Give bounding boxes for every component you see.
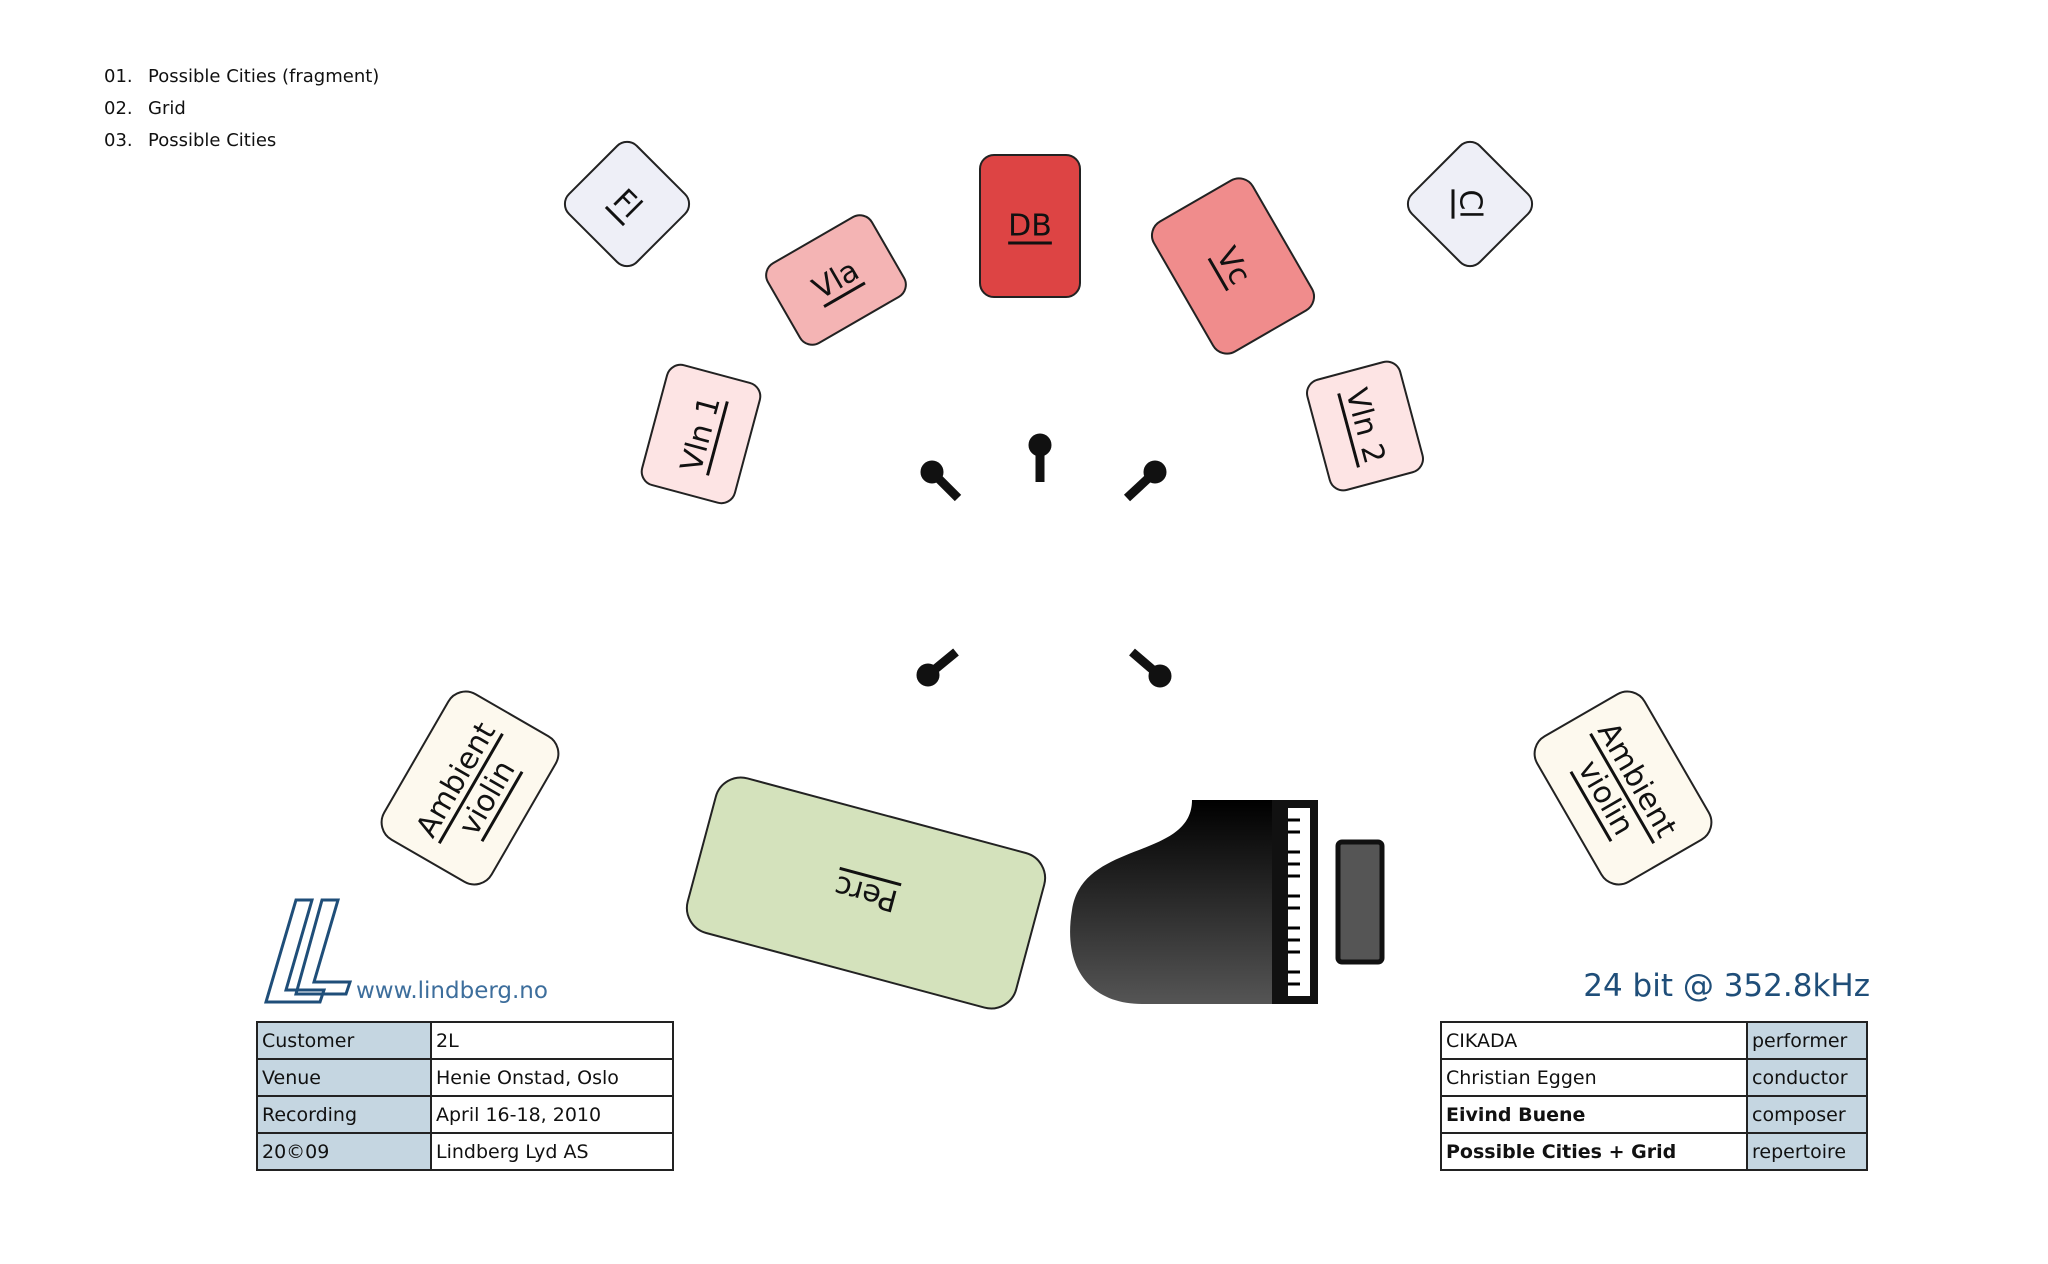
credit-role: performer — [1746, 1021, 1868, 1060]
session-info-table: Customer 2L Venue Henie Onstad, Oslo Rec… — [256, 1021, 674, 1171]
table-row: CIKADA performer — [1440, 1021, 1868, 1060]
microphone-left-rear — [916, 648, 959, 687]
double-bass-position: DB — [979, 154, 1081, 298]
track-number: 02. — [104, 97, 133, 119]
track-item: 03. Possible Cities — [104, 124, 379, 156]
session-value: Lindberg Lyd AS — [430, 1132, 674, 1171]
microphone-center — [1028, 433, 1052, 482]
credit-role: repertoire — [1746, 1132, 1868, 1171]
lindberg-logo-icon — [263, 898, 352, 1004]
track-title: Possible Cities — [148, 129, 277, 151]
session-key: Recording — [256, 1095, 432, 1134]
credit-role: composer — [1746, 1095, 1868, 1134]
session-value: 2L — [430, 1021, 674, 1060]
credit-name: Possible Cities + Grid — [1440, 1132, 1748, 1171]
table-row: Christian Eggen conductor — [1440, 1058, 1868, 1097]
credit-role: conductor — [1746, 1058, 1868, 1097]
double-bass-label: DB — [1008, 209, 1052, 244]
violin-1-position: Vln 1 — [640, 363, 762, 505]
grand-piano — [1070, 800, 1385, 1004]
percussion-position: Perc — [685, 776, 1047, 1010]
microphone-left-front — [920, 460, 962, 502]
microphone-right-rear — [1129, 648, 1172, 688]
table-row: Venue Henie Onstad, Oslo — [256, 1058, 674, 1097]
session-value: Henie Onstad, Oslo — [430, 1058, 674, 1097]
track-item: 01. Possible Cities (fragment) — [104, 60, 379, 92]
credit-name: Christian Eggen — [1440, 1058, 1748, 1097]
track-item: 02. Grid — [104, 92, 379, 124]
clarinet-label: Cl — [1453, 189, 1488, 218]
table-row: Customer 2L — [256, 1021, 674, 1060]
track-number: 03. — [104, 129, 133, 151]
microphone-right-front — [1123, 460, 1167, 502]
ambient-violin-right-position: Ambient violin — [1533, 690, 1713, 886]
clarinet-position: Cl — [1406, 140, 1534, 268]
session-key: 20©09 — [256, 1132, 432, 1171]
table-row: Eivind Buene composer — [1440, 1095, 1868, 1134]
session-key: Customer — [256, 1021, 432, 1060]
cello-position: Vc — [1150, 177, 1316, 355]
microphone-array — [916, 433, 1172, 688]
track-list: 01. Possible Cities (fragment) 02. Grid … — [104, 60, 379, 156]
table-row: Possible Cities + Grid repertoire — [1440, 1132, 1868, 1171]
session-value: April 16-18, 2010 — [430, 1095, 674, 1134]
viola-position: Vla — [765, 214, 907, 346]
credits-table: CIKADA performer Christian Eggen conduct… — [1440, 1021, 1868, 1171]
session-key: Venue — [256, 1058, 432, 1097]
credit-name: CIKADA — [1440, 1021, 1748, 1060]
website-link[interactable]: www.lindberg.no — [356, 978, 548, 1004]
track-number: 01. — [104, 65, 133, 87]
track-title: Possible Cities (fragment) — [148, 65, 380, 87]
table-row: 20©09 Lindberg Lyd AS — [256, 1132, 674, 1171]
piano-keys — [1288, 818, 1300, 986]
flute-position: Fl — [563, 140, 691, 268]
piano-bench — [1335, 839, 1385, 965]
ambient-violin-left-position: Ambient violin — [380, 690, 560, 886]
violin-2-position: Vln 2 — [1306, 360, 1424, 492]
audio-format: 24 bit @ 352.8kHz — [1583, 968, 1870, 1004]
credit-name: Eivind Buene — [1440, 1095, 1748, 1134]
table-row: Recording April 16-18, 2010 — [256, 1095, 674, 1134]
track-title: Grid — [148, 97, 186, 119]
